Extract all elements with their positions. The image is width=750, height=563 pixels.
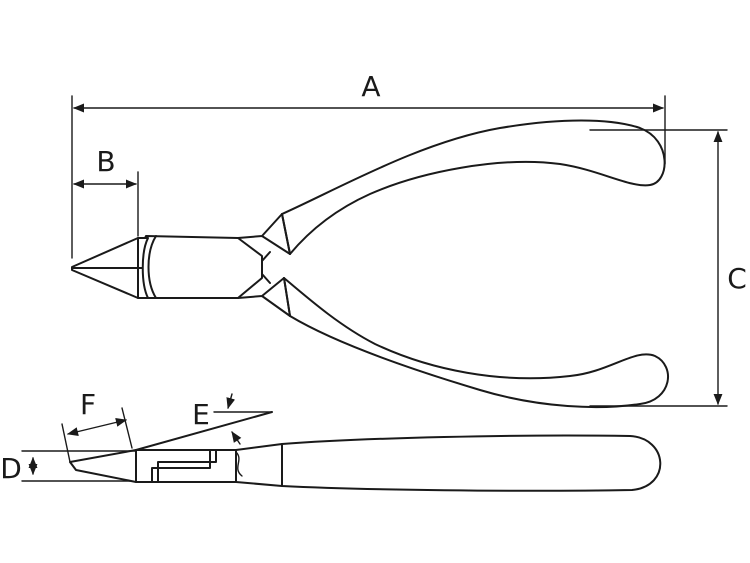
dimension-e: E [192,393,273,445]
lower-handle [283,277,670,409]
side-neck-wave [235,451,243,477]
pliers-top-view [71,119,670,409]
pliers-side-view [69,411,662,492]
label-a: A [361,70,380,103]
label-e: E [192,398,210,431]
side-joint-step [151,449,217,483]
lower-handle-sleeve-end [283,277,291,317]
spring-pivot [261,251,271,284]
label-c: C [727,262,747,295]
upper-neck [237,213,291,255]
side-bevel-line [135,411,273,451]
pliers-head [139,235,263,299]
label-f: F [80,388,96,421]
side-handle [281,434,662,492]
dim-f-extension-right [121,407,133,449]
dimension-b: B [72,145,139,237]
side-neck [235,443,283,487]
upper-handle [281,119,666,255]
label-d: D [0,452,22,485]
lower-neck [237,277,291,317]
joint-curve [147,235,157,299]
label-b: B [96,145,115,178]
dimension-f: F [61,388,133,463]
dimension-c: C [589,129,747,407]
dim-e-arrow-bottom [231,431,242,445]
dim-f-arrow [66,418,128,436]
upper-handle-sleeve-end [281,213,291,255]
side-jaw [69,449,137,483]
dim-f-extension-left [61,423,71,463]
dim-e-arrow-top [226,393,236,410]
dimension-d: D [0,450,137,485]
dimension-a: A [71,70,666,259]
